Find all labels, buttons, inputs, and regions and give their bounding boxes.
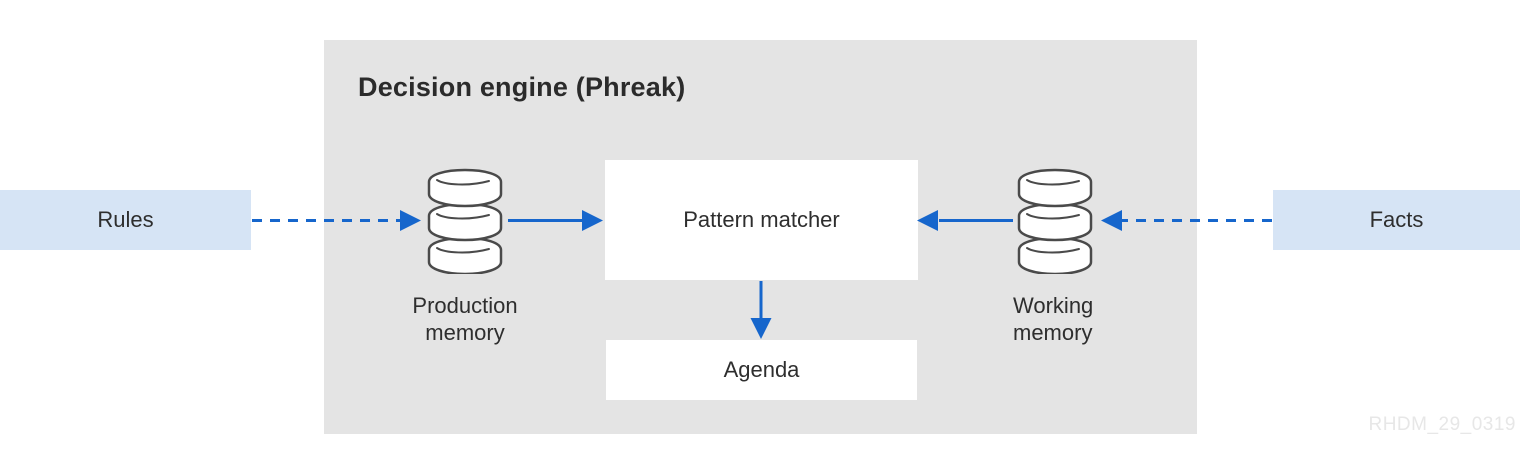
panel-title: Decision engine (Phreak) [358,72,686,102]
rules-label: Rules [97,207,154,232]
production-memory-line2: memory [425,320,505,345]
facts-box: Facts [1273,190,1520,250]
agenda-box: Agenda [606,340,917,400]
database-icon [1017,168,1093,274]
production-memory-label: Production memory [395,292,535,346]
production-memory-line1: Production [412,293,518,318]
database-icon [427,168,503,274]
pattern-matcher-label: Pattern matcher [683,207,840,232]
working-memory-line2: memory [1013,320,1093,345]
watermark: RHDM_29_0319 [1368,414,1516,435]
pattern-matcher-box: Pattern matcher [605,160,918,280]
agenda-label: Agenda [723,357,800,382]
working-memory-label: Working memory [1013,292,1153,346]
working-memory-line1: Working [1013,293,1094,318]
facts-label: Facts [1369,207,1424,232]
rules-box: Rules [0,190,251,250]
